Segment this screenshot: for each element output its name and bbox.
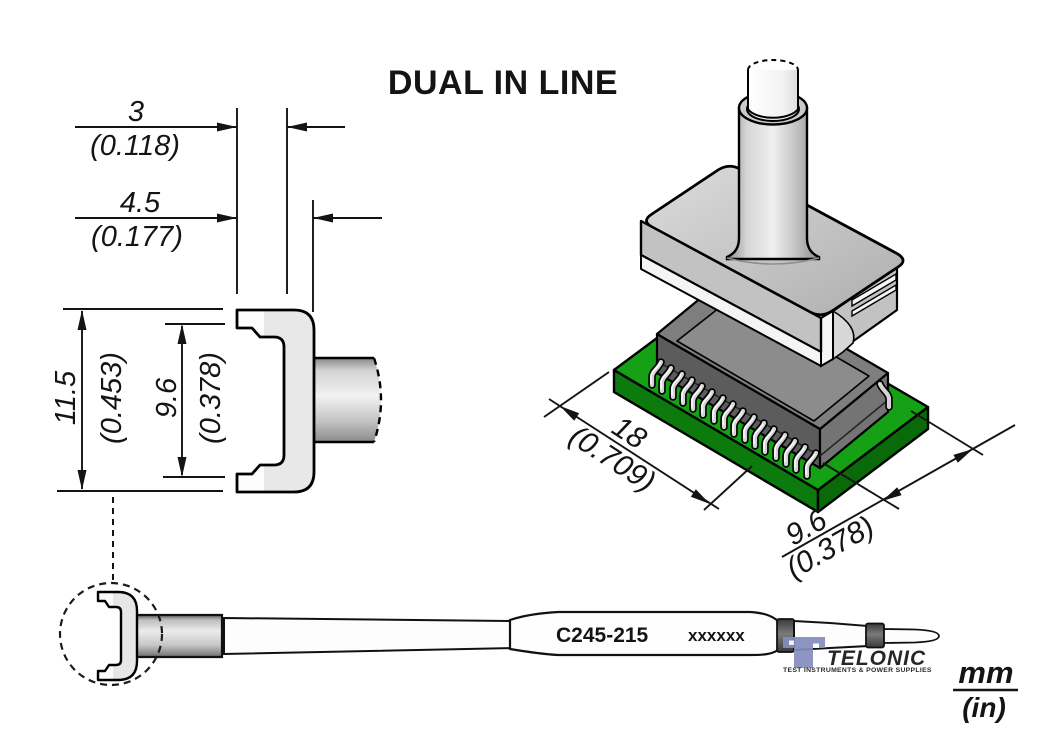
- tip-side-profile: [96, 590, 139, 682]
- dim-inner-height: 9.6 (0.378): [151, 323, 227, 478]
- telonic-logo: TELONIC TEST INSTRUMENTS & POWER SUPPLIE…: [783, 637, 932, 674]
- tool-head-slot-upper: [851, 272, 897, 308]
- heater-collar: [132, 613, 224, 659]
- dim-inner-height-in: (0.378): [195, 352, 227, 444]
- dim-slot-width-mm: 3: [128, 96, 144, 128]
- telonic-logo-name: TELONIC: [827, 647, 926, 670]
- dim-slot-width: 3 (0.118): [75, 96, 345, 294]
- cartridge-model-label: C245-215: [556, 624, 649, 647]
- dim-tip-depth-mm: 4.5: [120, 187, 161, 219]
- cartridge-marking-label: xxxxxx: [688, 626, 745, 645]
- units-in-label: (in): [962, 692, 1006, 723]
- page-title: DUAL IN LINE: [388, 64, 618, 102]
- tip-rod: [883, 628, 940, 644]
- dim-outer-height: 11.5 (0.453): [50, 308, 223, 492]
- units-mm-label: mm: [958, 655, 1013, 690]
- detail-circle: [58, 581, 164, 687]
- cartridge-shaft: [223, 616, 514, 656]
- side-view: C245-215 xxxxxx: [58, 497, 940, 687]
- tool-head-bottom-rim: [640, 254, 822, 367]
- tool-shaft-cylinder: [725, 59, 821, 265]
- chip: [655, 276, 890, 470]
- tool-head: [639, 59, 905, 368]
- dim-slot-width-in: (0.118): [90, 130, 180, 162]
- units-legend: mm (in): [953, 655, 1018, 723]
- dim-tip-depth-in: (0.177): [91, 221, 183, 253]
- dim-tip-depth: 4.5 (0.177): [75, 187, 382, 312]
- dim-outer-height-mm: 11.5: [50, 370, 82, 425]
- tool-inner-tube: [747, 70, 799, 119]
- dim-outer-height-in: (0.453): [96, 352, 128, 444]
- ferrule-small: [865, 622, 885, 649]
- telonic-logo-icon: [783, 637, 825, 668]
- telonic-logo-tagline: TEST INSTRUMENTS & POWER SUPPLIES: [783, 667, 932, 674]
- tool-head-slot-lower: [851, 283, 897, 318]
- dim-inner-height-mm: 9.6: [151, 377, 183, 418]
